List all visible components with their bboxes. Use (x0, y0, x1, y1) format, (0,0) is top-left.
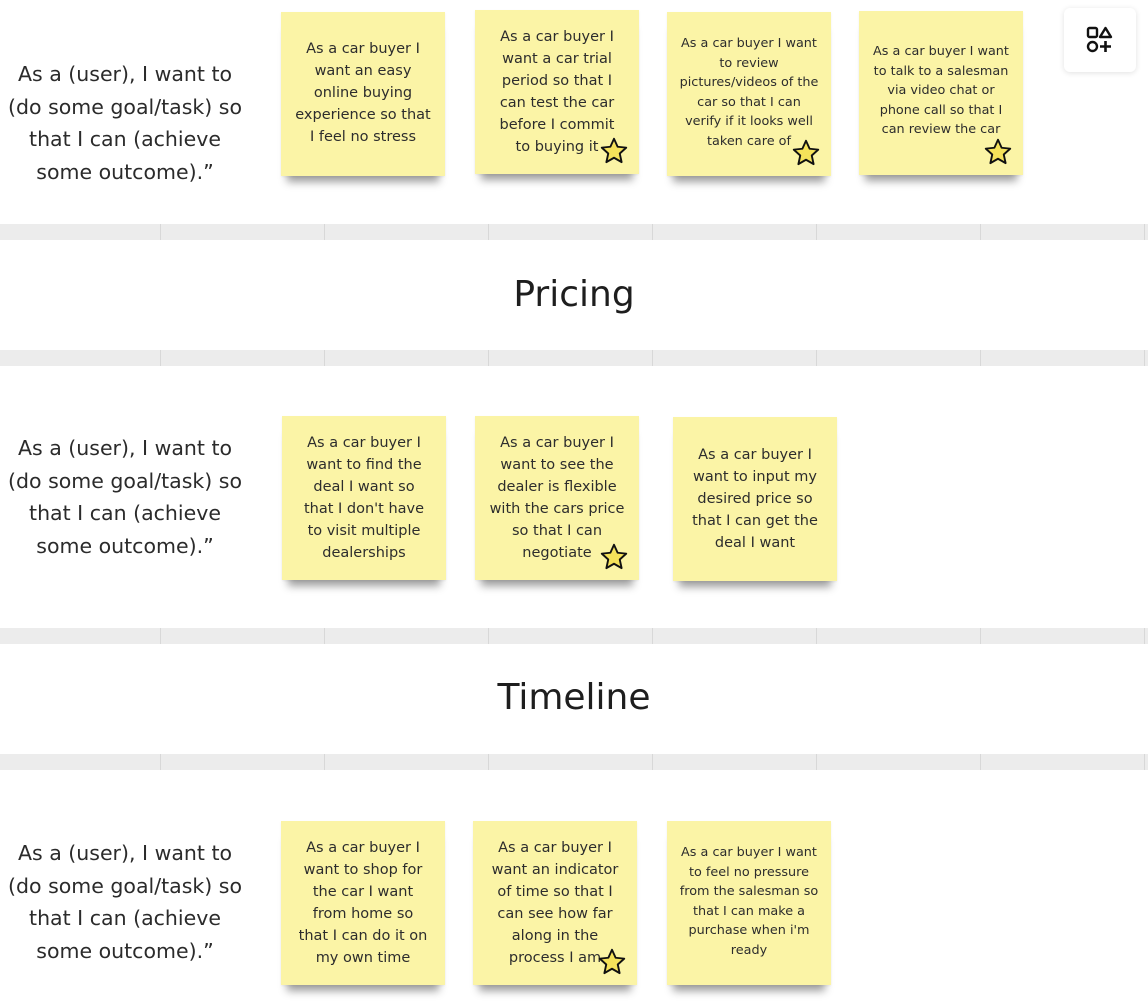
sticky-note-text: As a car buyer I want to review pictures… (679, 36, 819, 149)
sticky-note-text: As a car buyer I want to see the dealer … (489, 435, 625, 561)
section-title-pricing: Pricing (513, 274, 635, 315)
sticky-note[interactable]: As a car buyer I want to review pictures… (667, 12, 831, 176)
star-icon[interactable] (791, 138, 821, 168)
section-divider (0, 628, 1148, 644)
sticky-note-text: As a car buyer I want a car trial period… (499, 29, 615, 155)
star-icon[interactable] (983, 137, 1013, 167)
sticky-note[interactable]: As a car buyer I want to input my desire… (673, 417, 837, 581)
sticky-note[interactable]: As a car buyer I want an easy online buy… (281, 12, 445, 176)
user-story-template: As a (user), I want to (do some goal/tas… (8, 841, 242, 963)
shapes-tool-button[interactable] (1064, 8, 1136, 72)
sticky-note-text: As a car buyer I want to input my desire… (692, 447, 818, 551)
shapes-icon (1086, 26, 1113, 53)
sticky-note[interactable]: As a car buyer I want to talk to a sales… (859, 11, 1023, 175)
section-divider (0, 754, 1148, 770)
section-divider (0, 224, 1148, 240)
sticky-note-text: As a car buyer I want to shop for the ca… (298, 840, 428, 966)
star-icon[interactable] (599, 542, 629, 572)
star-icon[interactable] (597, 947, 627, 977)
sticky-note[interactable]: As a car buyer I want an indicator of ti… (473, 821, 637, 985)
sticky-note-text: As a car buyer I want to talk to a sales… (873, 44, 1009, 137)
sticky-note-text: As a car buyer I want an indicator of ti… (491, 840, 619, 966)
sticky-note-text: As a car buyer I want to feel no pressur… (679, 845, 819, 958)
star-icon[interactable] (599, 136, 629, 166)
sticky-note[interactable]: As a car buyer I want to shop for the ca… (281, 821, 445, 985)
sticky-note[interactable]: As a car buyer I want to see the dealer … (475, 416, 639, 580)
sticky-note[interactable]: As a car buyer I want to feel no pressur… (667, 821, 831, 985)
sticky-note[interactable]: As a car buyer I want a car trial period… (475, 10, 639, 174)
user-story-template: As a (user), I want to (do some goal/tas… (8, 436, 242, 558)
sticky-note[interactable]: As a car buyer I want to find the deal I… (282, 416, 446, 580)
sticky-note-text: As a car buyer I want an easy online buy… (295, 41, 431, 145)
sticky-note-text: As a car buyer I want to find the deal I… (303, 435, 425, 561)
user-story-template: As a (user), I want to (do some goal/tas… (8, 62, 242, 184)
section-title-timeline: Timeline (497, 677, 651, 718)
section-divider (0, 350, 1148, 366)
